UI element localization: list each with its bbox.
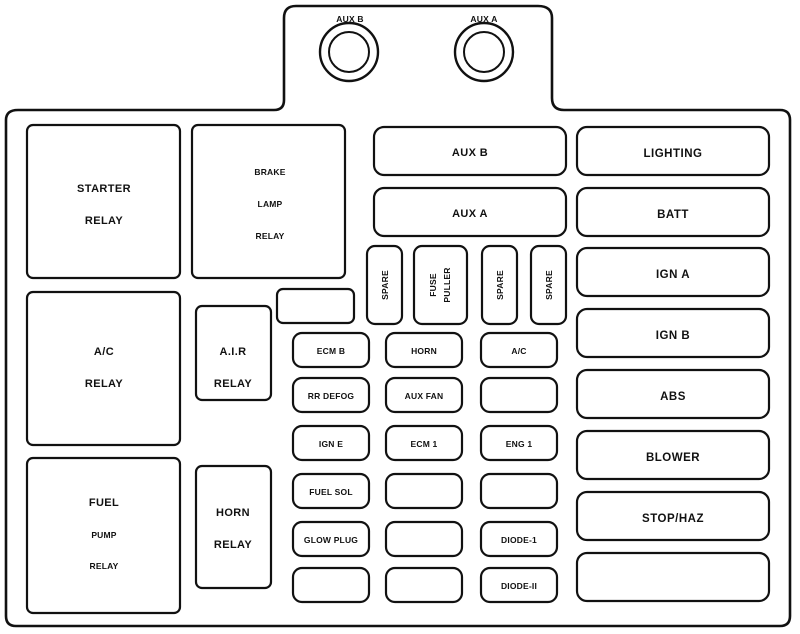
mini-fuse bbox=[291, 424, 371, 462]
mini-fuse-label: DIODE-II bbox=[501, 581, 537, 591]
fuse-puller: FUSE PULLER bbox=[412, 244, 469, 326]
stop-haz-fuse-label: STOP/HAZ bbox=[642, 513, 704, 525]
mini-fuse-label: ECM 1 bbox=[411, 439, 438, 449]
fuel-pump-relay-label: PUMP bbox=[91, 530, 116, 540]
starter-relay-label: STARTER bbox=[77, 183, 131, 195]
mini-fuse bbox=[384, 376, 464, 414]
spare-fuse-3: SPARE bbox=[529, 244, 568, 326]
mini-fuse-grid: ECM B HORN A/C RR DEFOG AUX FAN IGN E EC… bbox=[291, 331, 559, 604]
ac-relay-label: A/C bbox=[94, 346, 114, 358]
mini-fuse bbox=[384, 520, 464, 558]
fuse-puller-label: FUSE bbox=[428, 273, 438, 297]
spare-fuse-3-label: SPARE bbox=[544, 270, 554, 300]
mini-fuse-label: RR DEFOG bbox=[308, 391, 355, 401]
mini-fuse-label: ENG 1 bbox=[506, 439, 533, 449]
aux-b-fuse: AUX B bbox=[372, 125, 568, 177]
blank-maxi-fuse bbox=[575, 551, 771, 603]
air-relay-label: A.I.R bbox=[219, 346, 246, 358]
lighting-fuse-label: LIGHTING bbox=[644, 148, 703, 160]
brake-lamp-relay-label: BRAKE bbox=[254, 167, 285, 177]
spare-fuse-2-label: SPARE bbox=[495, 270, 505, 300]
aux-b-connector-label: AUX B bbox=[336, 14, 363, 24]
spare-fuse-2: SPARE bbox=[480, 244, 519, 326]
mini-fuse bbox=[291, 472, 371, 510]
mini-fuse bbox=[384, 472, 464, 510]
aux-a-fuse: AUX A bbox=[372, 186, 568, 238]
fuse-puller-label: PULLER bbox=[442, 267, 452, 302]
fuel-pump-relay: FUEL PUMP RELAY bbox=[25, 456, 182, 615]
abs-fuse-label: ABS bbox=[660, 391, 686, 403]
aux-a-connector-label: AUX A bbox=[470, 14, 497, 24]
ign-b-fuse-label: IGN B bbox=[656, 330, 690, 342]
aux-b-connector: AUX B bbox=[318, 14, 380, 83]
mini-fuse-label: GLOW PLUG bbox=[304, 535, 358, 545]
mini-fuse bbox=[479, 520, 559, 558]
right-fuse-column: LIGHTING BATT IGN A IGN B ABS BLOWER STO… bbox=[575, 125, 771, 603]
air-relay-label: RELAY bbox=[214, 378, 253, 390]
starter-relay-label: RELAY bbox=[85, 215, 124, 227]
mini-fuse bbox=[479, 424, 559, 462]
blank-slot bbox=[275, 287, 356, 325]
mini-fuse-label: AUX FAN bbox=[405, 391, 444, 401]
mini-fuse-label: ECM B bbox=[317, 346, 345, 356]
batt-fuse-label: BATT bbox=[657, 209, 689, 221]
brake-lamp-relay-label: LAMP bbox=[258, 199, 283, 209]
mini-fuse bbox=[291, 566, 371, 604]
mini-fuse-label: A/C bbox=[511, 346, 526, 356]
batt-fuse bbox=[575, 186, 771, 238]
spare-fuse-1: SPARE bbox=[365, 244, 404, 326]
aux-b-fuse-label: AUX B bbox=[452, 147, 488, 159]
ac-relay: A/C RELAY bbox=[25, 290, 182, 447]
stop-haz-fuse bbox=[575, 490, 771, 542]
horn-relay: HORN RELAY bbox=[194, 464, 273, 590]
mini-fuse bbox=[479, 472, 559, 510]
blower-fuse-label: BLOWER bbox=[646, 452, 700, 464]
ign-a-fuse-label: IGN A bbox=[656, 269, 690, 281]
mini-fuse bbox=[479, 376, 559, 414]
ign-b-fuse bbox=[575, 307, 771, 359]
blower-fuse bbox=[575, 429, 771, 481]
mini-fuse-label: HORN bbox=[411, 346, 437, 356]
aux-a-fuse-label: AUX A bbox=[452, 208, 488, 220]
fuel-pump-relay-label: FUEL bbox=[89, 497, 119, 509]
mini-fuse bbox=[384, 424, 464, 462]
mini-fuse bbox=[479, 566, 559, 604]
abs-fuse bbox=[575, 368, 771, 420]
lighting-fuse bbox=[575, 125, 771, 177]
air-relay: A.I.R RELAY bbox=[194, 304, 273, 402]
mini-fuse bbox=[384, 566, 464, 604]
mini-fuse-label: DIODE-1 bbox=[501, 535, 537, 545]
starter-relay: STARTER RELAY bbox=[25, 123, 182, 280]
mini-fuse bbox=[291, 520, 371, 558]
mini-fuse-label: IGN E bbox=[319, 439, 343, 449]
brake-lamp-relay: BRAKE LAMP RELAY bbox=[190, 123, 347, 280]
fuel-pump-relay-label: RELAY bbox=[89, 561, 118, 571]
horn-relay-label: RELAY bbox=[214, 539, 253, 551]
ign-a-fuse bbox=[575, 246, 771, 298]
horn-relay-label: HORN bbox=[216, 507, 250, 519]
brake-lamp-relay-label: RELAY bbox=[255, 231, 284, 241]
mini-fuse-label: FUEL SOL bbox=[309, 487, 352, 497]
aux-a-connector: AUX A bbox=[453, 14, 515, 83]
spare-fuse-1-label: SPARE bbox=[380, 270, 390, 300]
ac-relay-label: RELAY bbox=[85, 378, 124, 390]
mini-fuse bbox=[384, 331, 464, 369]
mini-fuse bbox=[479, 331, 559, 369]
mini-fuse bbox=[291, 331, 371, 369]
mini-fuse bbox=[291, 376, 371, 414]
